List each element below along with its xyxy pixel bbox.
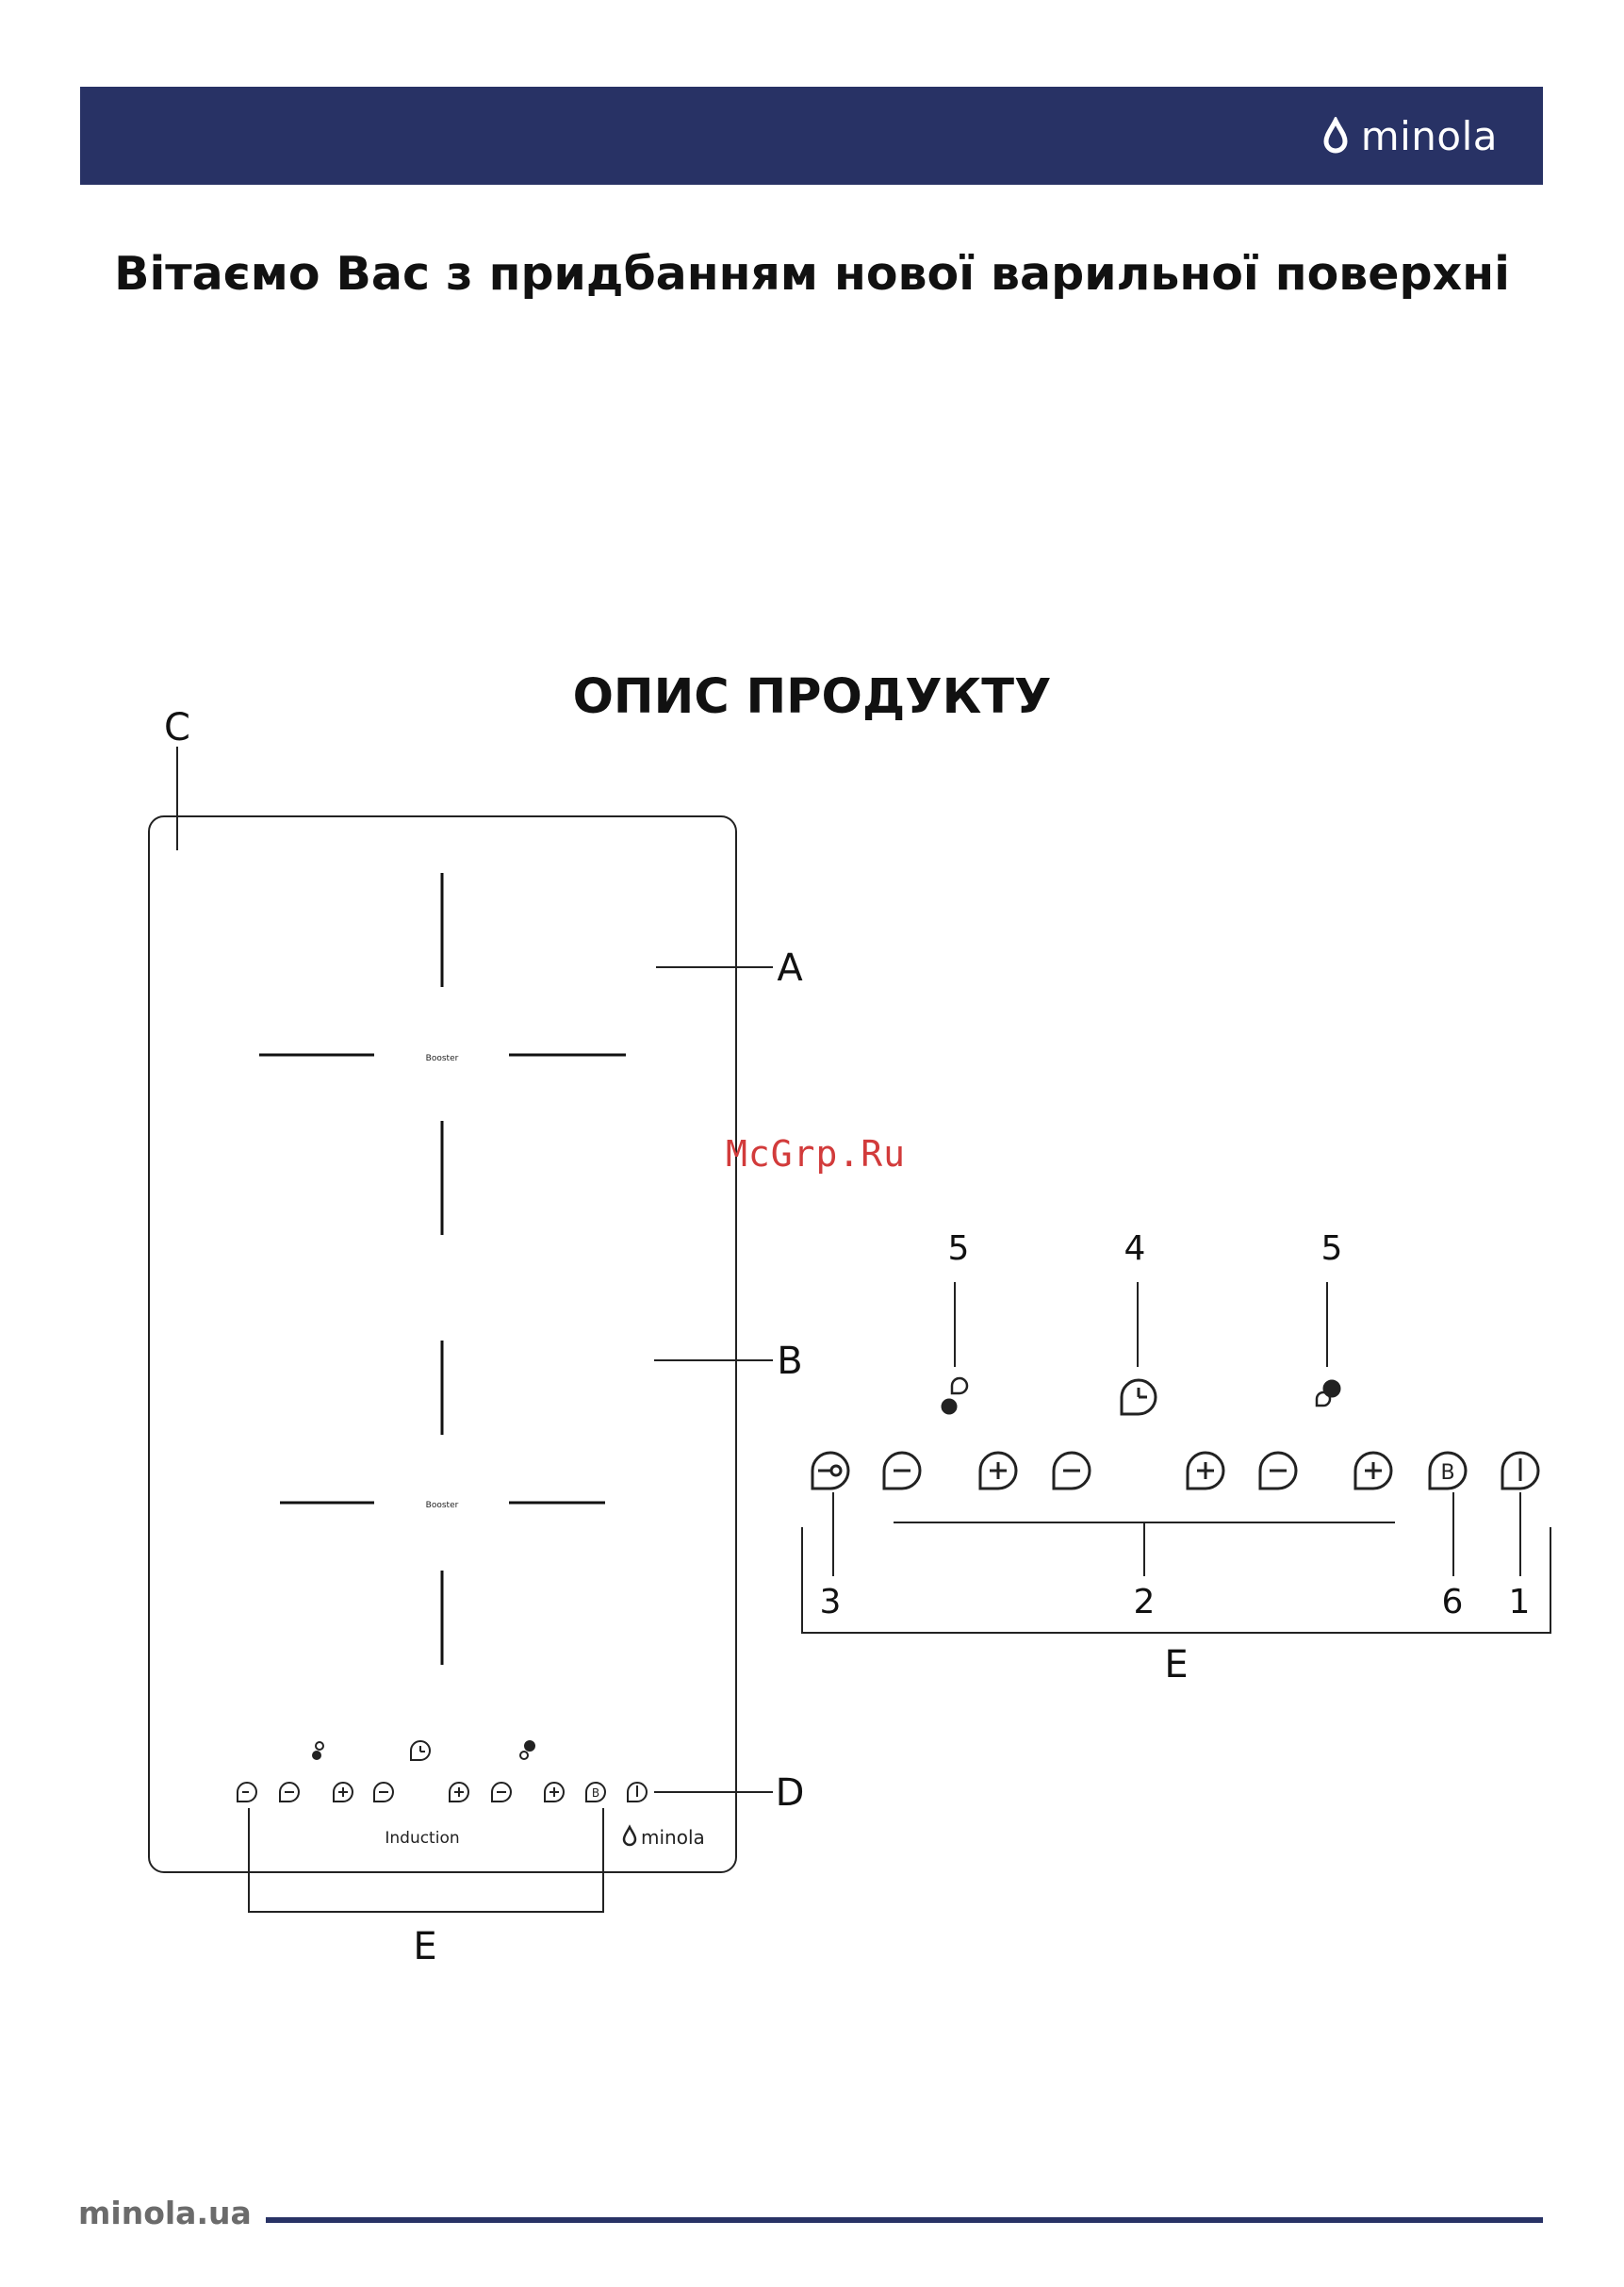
small-minus-icon bbox=[280, 1783, 299, 1802]
callout-b: B bbox=[777, 1340, 802, 1383]
panel-drop-icon bbox=[624, 1827, 635, 1845]
small-minus-icon bbox=[492, 1783, 511, 1802]
detail-number-5-right: 5 bbox=[1321, 1229, 1343, 1268]
zone-b-label: Booster bbox=[426, 1501, 459, 1510]
detail-number-1: 1 bbox=[1509, 1583, 1531, 1621]
callout-c: C bbox=[164, 706, 190, 749]
detail-number-2: 2 bbox=[1134, 1583, 1156, 1621]
plus-icon bbox=[1355, 1453, 1391, 1489]
zone-left-icon bbox=[943, 1378, 967, 1413]
detail-number-5-left: 5 bbox=[948, 1229, 970, 1268]
plus-icon bbox=[1188, 1453, 1223, 1489]
detail-group-e: E bbox=[1164, 1643, 1188, 1686]
callout-a: A bbox=[777, 946, 803, 990]
small-zone-left-icon bbox=[313, 1742, 323, 1759]
small-booster-letter: B bbox=[592, 1786, 599, 1800]
detail-number-6: 6 bbox=[1442, 1583, 1464, 1621]
minus-icon bbox=[1260, 1453, 1296, 1489]
callout-e-bracket bbox=[249, 1808, 603, 1912]
small-plus-icon bbox=[545, 1783, 564, 1802]
detail-number-3: 3 bbox=[820, 1583, 842, 1621]
power-icon bbox=[1502, 1453, 1538, 1489]
callout-d: D bbox=[776, 1771, 805, 1815]
panel-induction-text: Induction bbox=[385, 1829, 459, 1848]
small-zone-right-icon bbox=[520, 1741, 534, 1759]
callout-e: E bbox=[413, 1925, 436, 1968]
small-timer-icon bbox=[411, 1741, 430, 1760]
panel-brand: minola bbox=[624, 1826, 705, 1849]
lock-icon bbox=[812, 1453, 848, 1489]
small-minus-icon bbox=[374, 1783, 393, 1802]
footer-site[interactable]: minola.ua bbox=[78, 2195, 252, 2231]
small-plus-icon bbox=[450, 1783, 468, 1802]
small-power-icon bbox=[628, 1783, 647, 1802]
booster-letter: B bbox=[1440, 1461, 1454, 1485]
timer-icon bbox=[1122, 1380, 1156, 1414]
small-lock-icon bbox=[238, 1783, 256, 1802]
minus-icon bbox=[1054, 1453, 1090, 1489]
zone-a-label: Booster bbox=[426, 1054, 459, 1063]
panel-brand-name: minola bbox=[641, 1826, 705, 1849]
hob-control-row bbox=[238, 1741, 647, 1802]
plus-icon bbox=[980, 1453, 1016, 1489]
detail-number-4: 4 bbox=[1124, 1229, 1146, 1268]
small-plus-icon bbox=[334, 1783, 353, 1802]
detail-top-icons bbox=[943, 1378, 1339, 1414]
minus-icon bbox=[884, 1453, 920, 1489]
zone-right-icon bbox=[1317, 1381, 1339, 1406]
watermark: McGrp.Ru bbox=[726, 1133, 906, 1175]
detail-buttons bbox=[812, 1453, 1538, 1489]
footer-line bbox=[266, 2217, 1543, 2223]
